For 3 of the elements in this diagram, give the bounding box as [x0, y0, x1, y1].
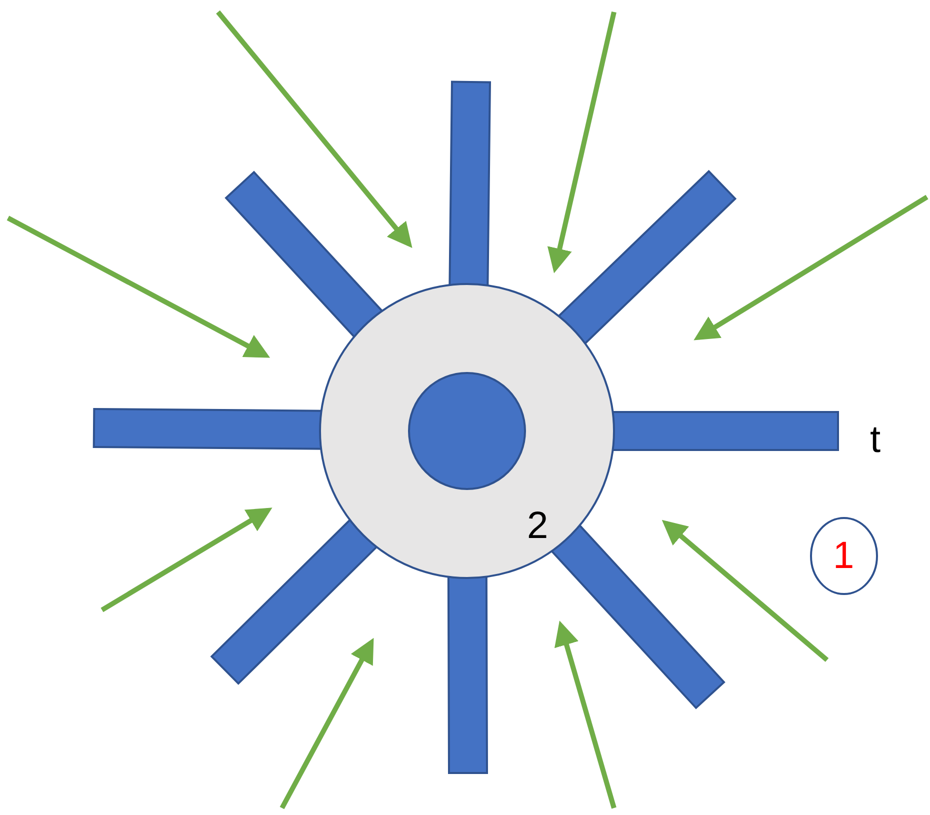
- axis-label: t: [870, 420, 881, 460]
- disk-label: 2: [527, 506, 548, 546]
- callout-number: 1: [833, 536, 854, 576]
